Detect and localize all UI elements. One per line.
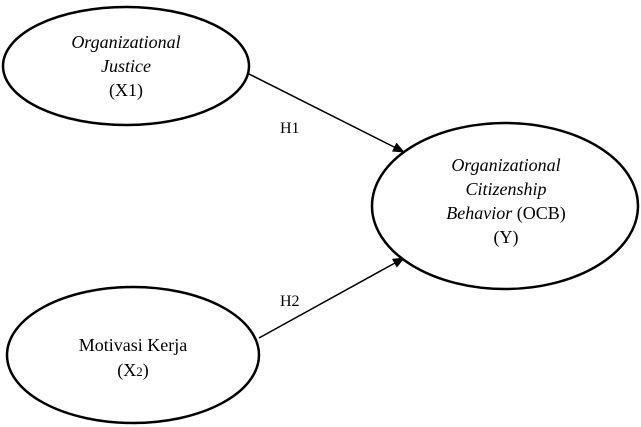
- x2-line1: Motivasi Kerja: [79, 335, 187, 355]
- x1-line2: Justice: [101, 56, 151, 76]
- x2-line2: (X2): [117, 360, 149, 381]
- ellipse-x1: [1, 5, 251, 127]
- y-line4: (Y): [494, 227, 519, 248]
- node-ocb: Organizational Citizenship Behavior (OCB…: [370, 121, 640, 291]
- arrow-h2: [258, 257, 405, 339]
- y-line3-plain: (OCB): [512, 203, 566, 224]
- node-organizational-justice: Organizational Justice (X1): [1, 5, 251, 127]
- label-h2: H2: [280, 293, 300, 310]
- label-h1: H1: [280, 120, 300, 137]
- y-line2: Citizenship: [465, 179, 546, 199]
- x1-line1: Organizational: [71, 32, 180, 52]
- ellipse-y: [370, 121, 640, 291]
- y-line3-italic: Behavior: [446, 203, 513, 223]
- arrow-h1: [246, 72, 405, 153]
- x1-line3: (X1): [109, 80, 143, 101]
- y-line1: Organizational: [451, 155, 560, 175]
- x2-line2-suffix: ): [143, 360, 149, 381]
- node-motivasi-kerja: Motivasi Kerja (X2): [5, 285, 261, 425]
- ellipse-x2: [5, 285, 261, 425]
- y-line3: Behavior (OCB): [446, 203, 565, 224]
- x2-line2-prefix: (X: [117, 360, 136, 381]
- x2-line2-sub: 2: [136, 364, 143, 379]
